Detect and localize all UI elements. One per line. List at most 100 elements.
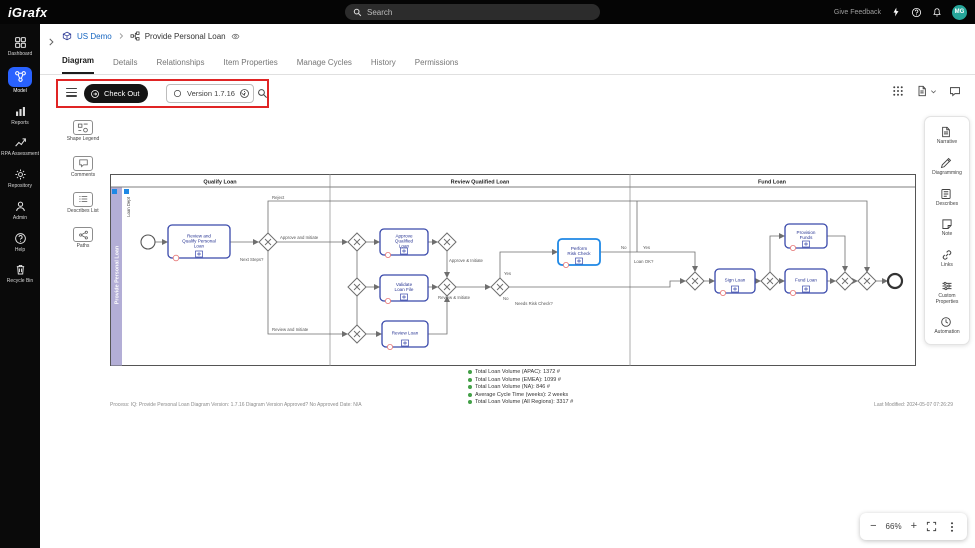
sidebar-item-rpa-assessment[interactable]: RPA Assessment (0, 131, 40, 163)
sidebar-item-recycle-bin[interactable]: Recycle Bin (0, 258, 40, 290)
chevron-down-icon (240, 90, 247, 97)
phase-review-qualified-loan: Review Qualified Loan (451, 180, 510, 186)
more-options-icon[interactable] (946, 521, 957, 532)
links-button[interactable]: Links (941, 248, 954, 269)
tab-permissions[interactable]: Permissions (414, 58, 459, 67)
comments-button[interactable]: Comments (71, 155, 95, 179)
task-review-loan[interactable]: Review Loan (381, 320, 429, 350)
fit-screen-icon[interactable] (926, 521, 937, 532)
sidebar-item-admin[interactable]: Admin (0, 195, 40, 227)
diagramming-button[interactable]: Diagramming (932, 156, 962, 177)
tab-diagram[interactable]: Diagram (62, 56, 95, 74)
repository-gear-icon (13, 167, 28, 182)
pool-lane-bar[interactable] (111, 187, 122, 366)
edge-label-no1: No (503, 296, 509, 301)
boundary-event (386, 343, 393, 350)
tab-relationships[interactable]: Relationships (156, 58, 205, 67)
describes-list-button[interactable]: Describes List (67, 191, 99, 215)
process-flow-icon (130, 31, 140, 41)
version-history-icon (173, 89, 182, 98)
info-icon[interactable] (237, 86, 251, 100)
automation-clock-icon (940, 315, 953, 328)
start-event[interactable] (140, 234, 156, 250)
boundary-event (790, 245, 797, 252)
svg-text:Review Loan: Review Loan (392, 331, 419, 336)
version-dropdown[interactable]: Version 1.7.16 (166, 84, 254, 103)
apps-grid-icon[interactable] (892, 85, 904, 97)
tab-manage-cycles[interactable]: Manage Cycles (296, 58, 352, 67)
edge-label-no2: No (621, 245, 627, 250)
custom-properties-sliders-icon (941, 279, 954, 292)
give-feedback-link[interactable]: Give Feedback (833, 8, 881, 16)
end-event[interactable] (886, 272, 904, 290)
custom-properties-button[interactable]: Custom Properties (927, 279, 967, 306)
diagram-canvas[interactable]: Qualify Loan Review Qualified Loan Fund … (110, 174, 916, 366)
sidebar-item-help[interactable]: Help (0, 227, 40, 259)
lightning-icon[interactable] (891, 7, 901, 17)
shape-legend-button[interactable]: Shape Legend (67, 120, 99, 143)
narrative-button[interactable]: Narrative (937, 125, 957, 146)
export-document-button[interactable] (916, 85, 937, 97)
help-icon[interactable] (911, 7, 922, 18)
narrative-icon (940, 125, 953, 138)
boundary-event (384, 298, 391, 305)
global-search[interactable] (345, 4, 600, 20)
chevron-right-icon (117, 32, 125, 40)
paths-icon (73, 227, 93, 243)
admin-icon (13, 199, 28, 214)
green-dot-icon (468, 392, 472, 397)
edge-label-reject: Reject (272, 195, 285, 200)
user-avatar[interactable]: MG (952, 4, 967, 20)
sidebar-item-reports[interactable]: Reports (0, 100, 40, 132)
paths-button[interactable]: Paths (73, 227, 93, 250)
zoom-out-button[interactable]: − (870, 520, 877, 532)
sequence-flows (155, 200, 888, 337)
lane-collapse-handle[interactable] (112, 189, 117, 194)
phase-qualify-loan: Qualify Loan (203, 180, 237, 186)
diagram-footer-info: Process: IQ: Provide Personal Loan Diagr… (110, 402, 362, 408)
zoom-in-button[interactable]: + (910, 520, 917, 532)
legend-item: Total Loan Volume (EMEA): 1099 # (468, 377, 573, 383)
bpmn-diagram: Qualify Loan Review Qualified Loan Fund … (110, 174, 916, 366)
task-sign-loan[interactable]: Sign Loan (714, 268, 756, 297)
describes-button[interactable]: Describes (936, 187, 958, 208)
lane-label: Provide Personal Loan (115, 246, 121, 304)
describes-icon (940, 187, 953, 200)
comments-bubble-icon[interactable] (949, 85, 961, 97)
edge-label-yes1: Yes (504, 271, 511, 276)
sidebar-item-model[interactable]: Model (0, 63, 40, 100)
rpa-assessment-icon (13, 135, 28, 150)
sidebar-item-dashboard[interactable]: Dashboard (0, 31, 40, 63)
diagram-search-icon[interactable] (255, 86, 269, 100)
edge-label-loan-ok: Loan OK? (634, 259, 654, 264)
tab-item-properties[interactable]: Item Properties (223, 58, 278, 67)
menu-hamburger-icon[interactable] (66, 88, 77, 97)
edge-label-review-and-initiate: Review and Initiate (272, 327, 309, 332)
canvas-left-tools: Shape Legend Comments Describes List Pat… (60, 120, 106, 250)
sidebar-item-repository[interactable]: Repository (0, 163, 40, 195)
notifications-bell-icon[interactable] (932, 7, 942, 18)
automation-button[interactable]: Automation (934, 315, 960, 336)
sublane-collapse-handle[interactable] (124, 189, 129, 194)
tab-details[interactable]: Details (113, 58, 138, 67)
legend-item: Total Loan Volume (APAC): 1372 # (468, 369, 573, 375)
check-out-button[interactable]: Check Out (84, 84, 149, 103)
comment-icon (73, 155, 93, 171)
breadcrumb-root-link[interactable]: US Demo (77, 31, 112, 41)
shape-legend-icon (72, 120, 93, 135)
note-button[interactable]: Note (941, 217, 954, 238)
watch-icon[interactable] (231, 32, 240, 41)
task-fund-loan[interactable]: Fund Loan (784, 268, 828, 297)
tab-history[interactable]: History (370, 58, 396, 67)
main-area: US Demo Provide Personal Loan Diagram De… (40, 24, 975, 548)
svg-text:Fund Loan: Fund Loan (795, 278, 817, 283)
search-input[interactable] (367, 7, 592, 17)
expand-panel-button[interactable] (46, 34, 56, 46)
